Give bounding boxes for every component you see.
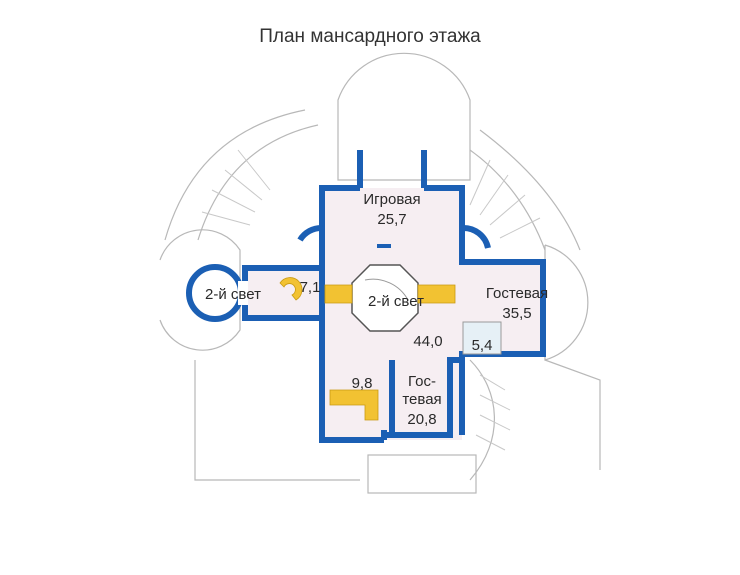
left-room-area: 7,1: [300, 279, 321, 296]
wall-bay-left: [297, 225, 323, 242]
right-bay: [544, 244, 589, 361]
stair-room-area: 9,8: [352, 375, 373, 392]
hall-area: 44,0: [413, 333, 442, 350]
stairs: [279, 277, 456, 421]
room-guest2-line1: Гос-: [408, 373, 436, 390]
wall-guest-bottom: [381, 357, 462, 440]
outer-arc-left: [164, 109, 306, 241]
wall-left: [319, 185, 384, 443]
top-terrace: [337, 52, 471, 181]
terrace-stripes: [201, 149, 541, 451]
light-well-center-label: 2-й свет: [368, 293, 424, 310]
lower-right-terrace: [544, 359, 601, 470]
lower-right-arc: [469, 359, 495, 481]
room-guest2-area: 20,8: [407, 411, 436, 428]
left-tower: [186, 264, 248, 322]
inner-arc-right: [469, 149, 546, 251]
bath-area: 5,4: [472, 337, 493, 354]
stair-left-run: [324, 284, 353, 304]
room-guest-area: 35,5: [502, 305, 531, 322]
room-play-area: 25,7: [377, 211, 406, 228]
stair-spiral: [279, 277, 303, 301]
bottom-porch: [367, 454, 477, 494]
bath-box: [462, 321, 502, 355]
wall-play-top: [357, 150, 427, 188]
light-well-left-label: 2-й свет: [205, 286, 261, 303]
stair-right-run: [417, 284, 456, 304]
wall-bay-right: [461, 224, 491, 249]
room-play-name: Игровая: [363, 191, 420, 208]
lower-left-terrace: [194, 360, 360, 481]
inner-arc-left: [197, 124, 319, 241]
wall-right: [424, 185, 546, 435]
plan-title: План мансардного этажа: [259, 26, 481, 47]
room-guest-name: Гостевая: [486, 285, 548, 302]
play-marker: [377, 244, 391, 248]
outer-arc-right: [479, 129, 581, 251]
stair-bottom: [329, 389, 379, 421]
left-room-floor: [245, 268, 325, 318]
room-guest2-line2: тевая: [402, 391, 441, 408]
